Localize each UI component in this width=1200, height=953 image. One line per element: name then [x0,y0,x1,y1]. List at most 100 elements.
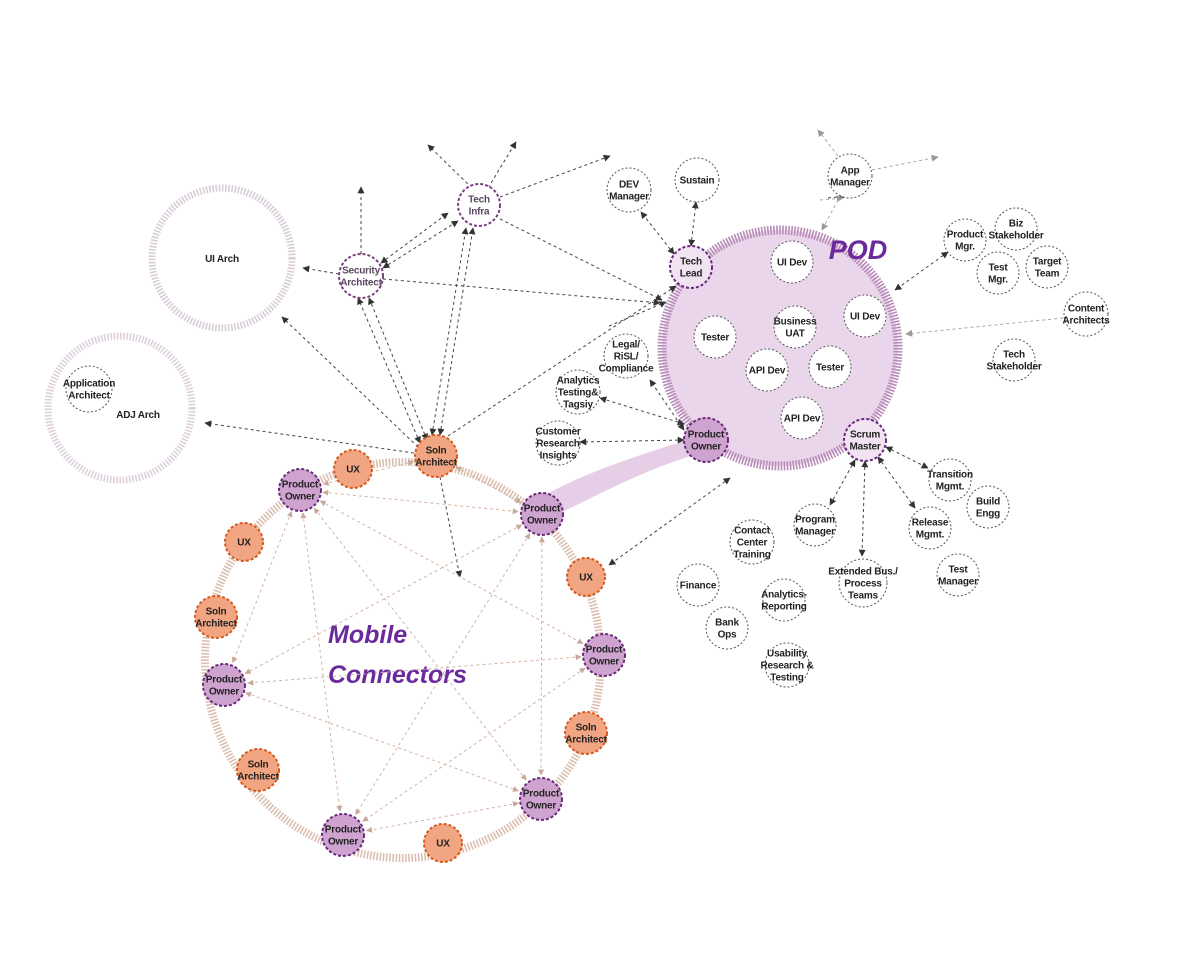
node-circle [1063,291,1109,337]
node-label: Owner [691,442,721,453]
node-label: Manager [830,178,870,189]
node-pod-tester-2: Tester [808,345,852,389]
node-label: Owner [328,837,358,848]
node-label: Architect [415,458,457,469]
node-label: Architects [1063,316,1111,327]
node-circle [519,777,563,821]
node-label: Owner [589,657,619,668]
node-circle [843,294,887,338]
node-label: Product [325,825,362,836]
node-circle [606,167,652,213]
ring-connector-line [322,489,519,515]
node-label: API Dev [784,414,821,425]
connector-line [281,316,419,448]
node-circle [202,663,246,707]
node-label: Lead [680,269,703,280]
connector-line [905,317,1064,337]
node-label: Research [536,439,580,450]
node-label: Training [733,550,770,561]
node-circle [683,417,729,463]
node-label: Reporting [761,602,807,613]
node-label: Tagsiy [563,400,593,411]
node-circle [838,558,888,608]
node-label: API Dev [749,366,786,377]
node-label: App [841,166,860,177]
node-label: Insights [540,451,577,462]
connector-line [204,420,415,454]
node-circle [236,748,280,792]
node-label: Owner [526,801,556,812]
node-label: RiSL/ [614,352,639,363]
connector-line [817,129,839,157]
node-label: Architect [340,278,382,289]
node-circle [669,245,713,289]
pod-title: POD [829,235,888,265]
node-circle [321,813,365,857]
node-pod-api-dev-2: API Dev [780,396,824,440]
ring-connector-line [538,536,545,776]
connector-line [649,379,685,431]
mobile-title-line1: Mobile [328,621,407,649]
node-label: Biz [1009,219,1024,230]
node-label: Scrum [850,430,880,441]
connector-line [357,297,421,444]
node-label: Infra [469,207,490,218]
node-circle [224,522,264,562]
node-circle [764,642,810,688]
node-label: Application [63,379,115,390]
node-circle [564,711,608,755]
node-label: Stakeholder [988,231,1043,242]
node-label: Mgmt. [936,482,965,493]
ring-connector-line [355,533,531,816]
node-label: Contact [734,526,771,537]
node-label: Bank [715,618,739,629]
node-circle [566,557,606,597]
connector-line [858,460,869,557]
node-label: Legal/ [612,340,640,351]
node-label: Testing [770,673,804,684]
node-label: Mgr. [955,242,975,253]
node-analytics-reporting: Analytics-Reporting [761,578,807,622]
node-circle [457,183,501,227]
node-label: Tech [468,195,490,206]
node-label: UX [237,538,251,549]
node-label: Tester [701,333,729,344]
connector-line [380,212,449,264]
connector-line [885,446,929,469]
node-label: Tech [1003,350,1025,361]
node-finance: Finance [676,563,720,607]
node-pod-ui-dev-2: UI Dev [843,294,887,338]
mobile-title-line2: Connectors [328,661,467,689]
node-ring-ux-4: UX [423,823,463,863]
node-pod-api-dev-1: API Dev [745,348,789,392]
node-circle [827,153,873,199]
node-label: Soln [426,446,447,457]
node-label: Soln [576,723,597,734]
node-circle [936,553,980,597]
node-label: Manager [795,527,835,538]
connector-line [382,220,459,269]
node-label: Architect [237,772,279,783]
ring-connector-line [455,466,522,503]
connector-line [640,211,675,255]
node-label: Product [206,675,243,686]
node-circle [278,468,322,512]
connector-line [608,301,667,327]
